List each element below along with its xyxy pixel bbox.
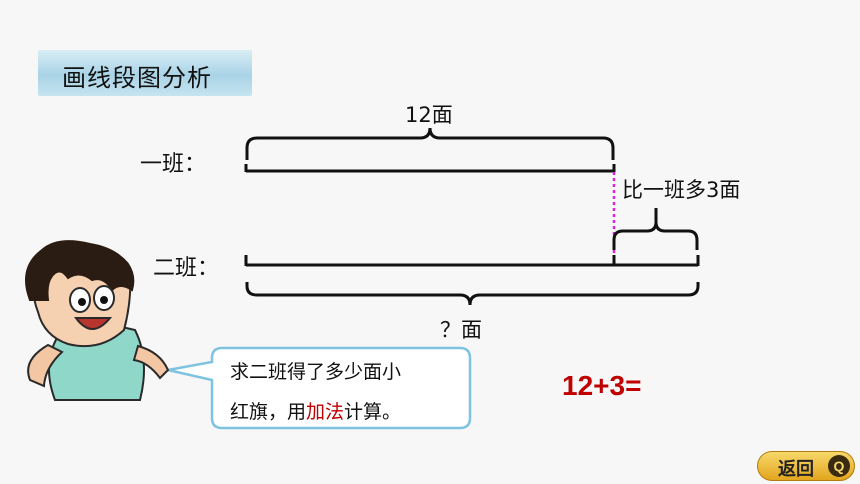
- class1-total-label: 12面: [405, 103, 453, 127]
- speech-bubble: [167, 346, 472, 430]
- title-banner: [38, 50, 252, 96]
- bubble-line-2-start: 红旗，用: [230, 401, 307, 423]
- class1-label: 一班：: [140, 152, 207, 177]
- class1-total-brace: [245, 127, 615, 160]
- bubble-line-2-end: 计算。: [344, 401, 402, 423]
- boy-character: [25, 240, 170, 401]
- bubble-line-1: 求二班得了多少面小: [230, 361, 402, 383]
- class2-total-brace: [245, 282, 700, 306]
- class2-total-label: ？面: [440, 318, 482, 342]
- difference-label: 比一班多3面: [622, 178, 741, 202]
- back-button-label: 返回: [778, 459, 814, 480]
- bubble-highlight: 加法: [306, 401, 345, 423]
- back-button[interactable]: 返回 Q: [757, 451, 855, 481]
- equation: 12+3=: [562, 370, 642, 401]
- bubble-line-2: 红旗，用加法计算。: [230, 392, 460, 432]
- page-title: 画线段图分析: [62, 64, 212, 92]
- difference-brace: [612, 208, 699, 250]
- back-q-icon: Q: [828, 455, 850, 477]
- class2-label: 二班：: [153, 256, 220, 281]
- bubble-text: 求二班得了多少面小 红旗，用加法计算。: [230, 352, 460, 432]
